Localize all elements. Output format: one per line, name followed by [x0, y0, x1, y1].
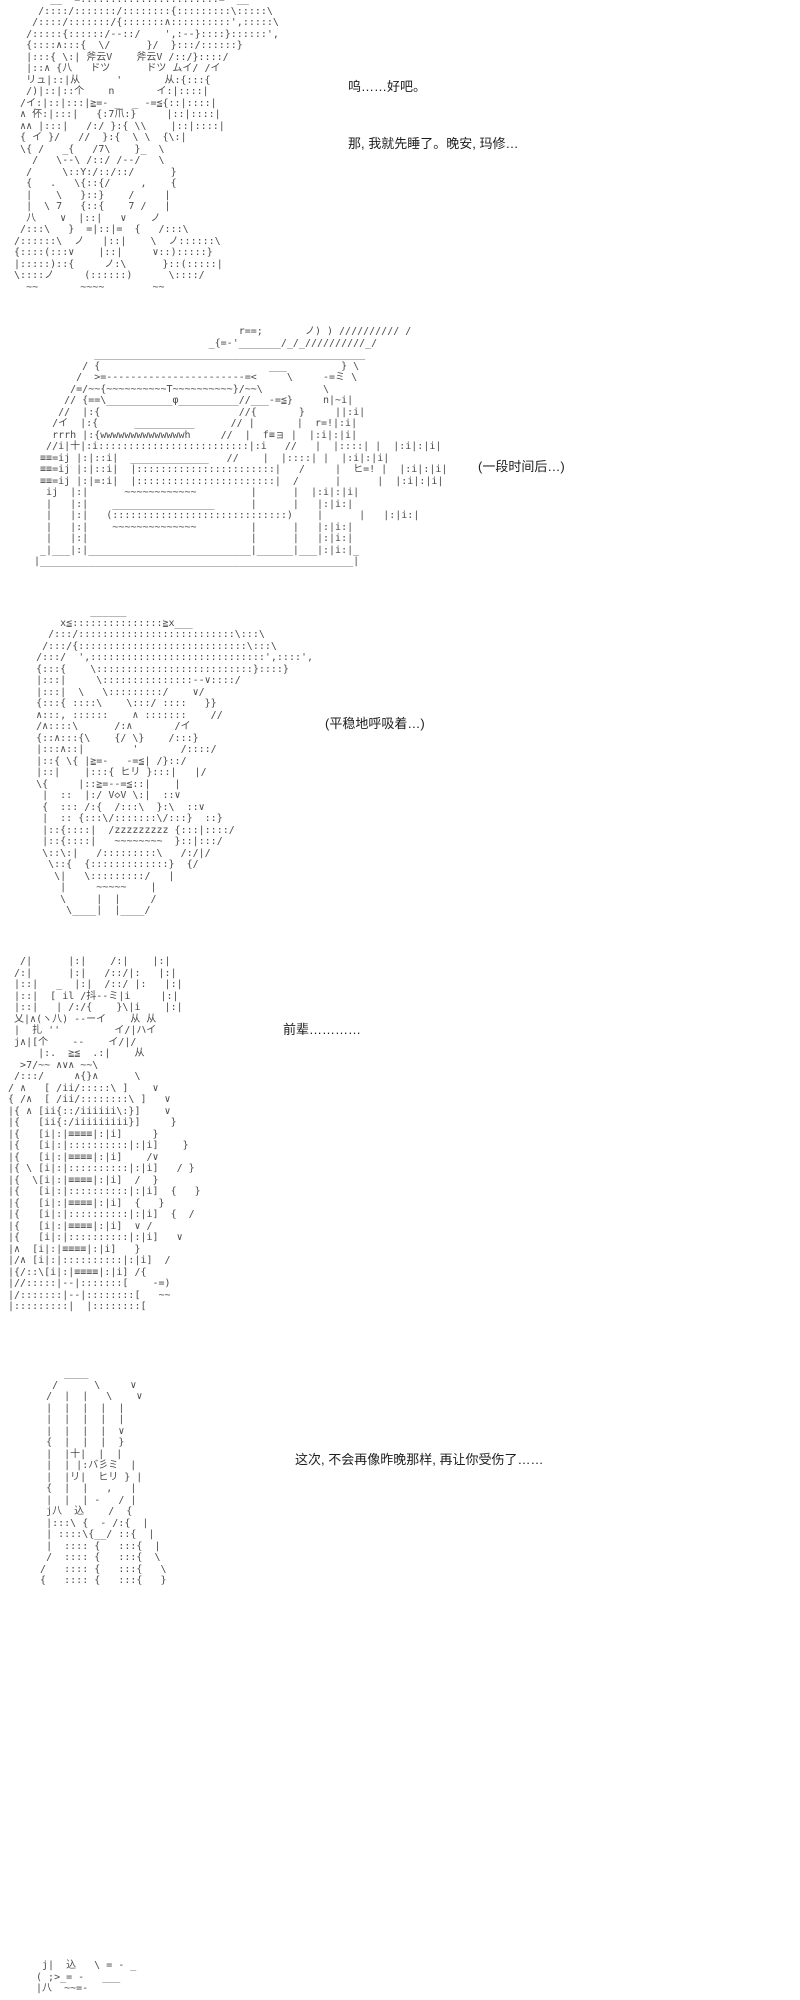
dialogue-text-3: (一段时间后…) — [478, 459, 565, 474]
ascii-art-panel-room: r==; ノ) ) ////////// / _{=-'_______/_/_/… — [34, 326, 448, 567]
ascii-art-panel-bottom-fragment: j| 込 \ = - _ ( ;>_= - ___ |八 ~~=- — [36, 1960, 137, 1994]
ascii-art-panel-promise: ____ / \ ∨ / | | \ ∨ | | | | | | | | | |… — [40, 1368, 167, 1586]
dialogue-text-4: (平稳地呼吸着…) — [325, 716, 425, 731]
dialogue-text-5: 前辈………… — [283, 1022, 362, 1037]
dialogue-text-1: 呜……好吧。 — [348, 79, 427, 94]
dialogue-text-6: 这次, 不会再像昨晚那样, 再让你受伤了…… — [295, 1452, 544, 1467]
ascii-art-panel-senpai: /| |:| /:| |:| /:| |:| /::/|: |:| |::| _… — [8, 956, 201, 1312]
dialogue-text-2: 那, 我就先睡了。晚安, 玛修… — [348, 136, 519, 151]
ascii-art-panel-farewell: __ -=:::::::::::::::::::::::=- __ /::::/… — [14, 0, 279, 293]
ascii-art-panel-sleeping: ______ x≦:::::::::::::::≧x___ /:::/:::::… — [36, 606, 314, 916]
